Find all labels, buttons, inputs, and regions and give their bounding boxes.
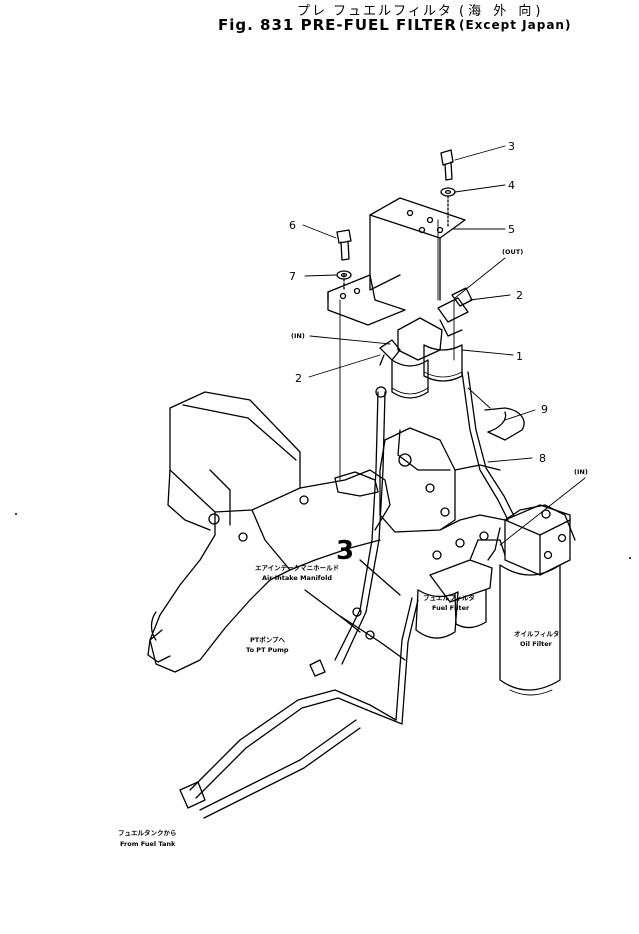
title-japanese: プレ フュエルフィルタ — [297, 4, 453, 19]
tag-in-top: (IN) — [291, 332, 305, 340]
callout-5: 5 — [508, 223, 515, 236]
fuel-filter-label-jp: フュエルフィルタ — [423, 593, 475, 602]
washer-4 — [440, 187, 456, 197]
figure-title: Fig. 831 PRE-FUEL FILTER — [218, 16, 457, 34]
callout-6: 6 — [289, 219, 296, 232]
region-japanese: (海 外 向) — [459, 4, 545, 19]
oil-filter — [499, 504, 571, 696]
fuel-filter-label: Fuel Filter — [432, 604, 470, 612]
pt-pump-label-jp: PTポンプへ — [250, 635, 286, 644]
leader-lines — [302, 145, 586, 546]
fuel-hose-8 — [461, 371, 515, 521]
pt-pump-housing — [334, 427, 576, 541]
mounting-bracket — [327, 197, 466, 326]
tag-in-right: (IN) — [574, 468, 588, 476]
fuel-hose-to-pt-pump — [309, 386, 387, 677]
callout-3: 3 — [508, 140, 515, 153]
callout-9: 9 — [541, 403, 548, 416]
air-intake-label-jp: エアインテークマニホールド — [255, 563, 339, 572]
callout-8: 8 — [539, 452, 546, 465]
fuel-tank-label: From Fuel Tank — [120, 840, 176, 848]
region-label: (Except Japan) — [459, 18, 572, 32]
air-intake-manifold-drawing: 3 — [147, 391, 406, 673]
callout-7: 7 — [289, 270, 296, 283]
callout-1: 1 — [516, 350, 523, 363]
oil-filter-label: Oil Filter — [520, 640, 553, 648]
bolt-6 — [336, 229, 352, 261]
fuel-hose-in — [487, 527, 501, 561]
callout-4: 4 — [508, 179, 515, 192]
bolt-3 — [440, 149, 454, 181]
elbow-fitting-in — [379, 339, 401, 366]
svg-text:3: 3 — [336, 536, 354, 566]
fuel-hose-from-tank — [179, 597, 419, 819]
pre-fuel-filter — [391, 297, 469, 399]
air-intake-label: Air Intake Manifold — [262, 574, 332, 582]
callout-2-upper: 2 — [516, 289, 523, 302]
fuel-tank-label-jp: フュエルタンクから — [118, 828, 177, 837]
clip — [484, 407, 525, 441]
oil-filter-label-jp: オイルフィルタ — [514, 629, 559, 638]
pt-pump-label: To PT Pump — [246, 646, 289, 654]
callout-2-lower: 2 — [295, 372, 302, 385]
tag-out: (OUT) — [502, 248, 523, 256]
fuel-filter-main — [415, 531, 506, 639]
